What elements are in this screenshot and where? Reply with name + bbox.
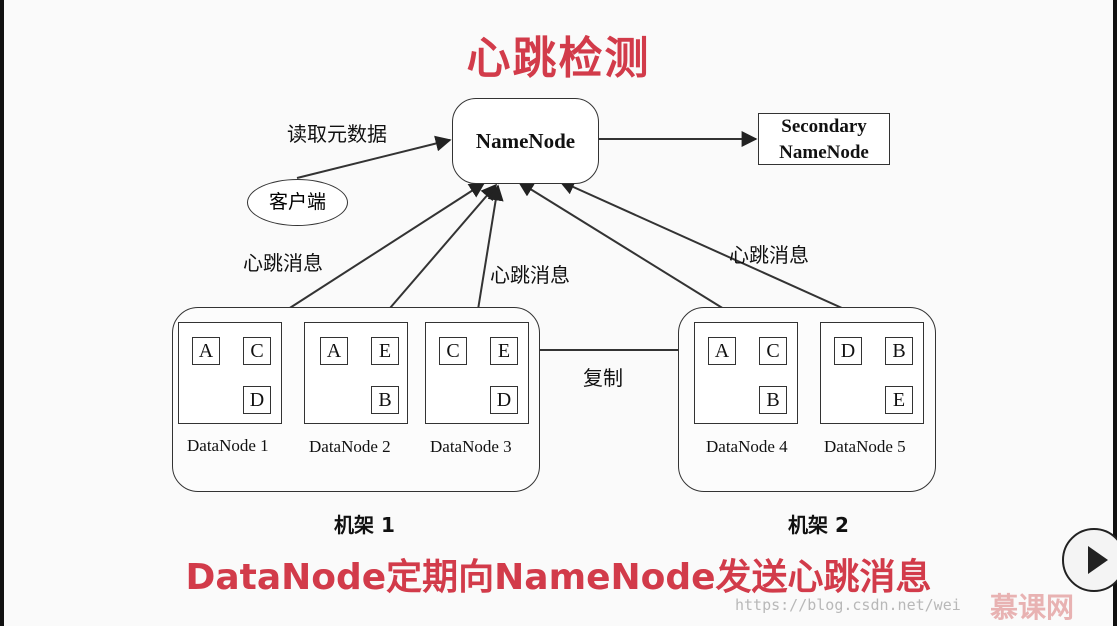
block: C — [439, 337, 467, 365]
heartbeat-dn5-arrow — [558, 179, 874, 323]
read-metadata-label: 读取元数据 — [287, 122, 387, 146]
play-icon — [1088, 546, 1108, 574]
client-to-namenode-arrow — [296, 135, 452, 179]
left-edge — [0, 0, 4, 626]
heartbeat-label-right: 心跳消息 — [729, 243, 809, 267]
datanode-5-label: DataNode 5 — [824, 437, 906, 456]
slide-subtitle: DataNode定期向NameNode发送心跳消息 — [185, 557, 932, 598]
block: A — [320, 337, 348, 365]
heartbeat-label-mid: 心跳消息 — [490, 263, 570, 287]
block: A — [192, 337, 220, 365]
play-button[interactable] — [1062, 528, 1117, 592]
watermark-url: https://blog.csdn.net/wei — [735, 596, 961, 614]
block: E — [490, 337, 518, 365]
datanode-4-label: DataNode 4 — [706, 437, 788, 456]
imooc-logo: 慕课网 — [990, 591, 1075, 624]
block: B — [759, 386, 787, 414]
slide-title: 心跳检测 — [466, 33, 651, 84]
datanode-5: D B E — [820, 322, 924, 424]
right-edge — [1113, 0, 1117, 626]
heartbeat-dn4-arrow — [517, 181, 746, 323]
block: A — [708, 337, 736, 365]
datanode-2-label: DataNode 2 — [309, 437, 391, 456]
block: D — [834, 337, 862, 365]
block: B — [885, 337, 913, 365]
block: C — [759, 337, 787, 365]
replicate-label: 复制 — [583, 366, 623, 390]
secondary-line2: NameNode — [779, 142, 869, 163]
datanode-3-label: DataNode 3 — [430, 437, 512, 456]
secondary-namenode-box: Secondary NameNode — [758, 113, 890, 165]
block: E — [885, 386, 913, 414]
block: D — [490, 386, 518, 414]
datanode-3: C E D — [425, 322, 529, 424]
datanode-4: A C B — [694, 322, 798, 424]
datanode-2: A E B — [304, 322, 408, 424]
client-ellipse: 客户端 — [247, 179, 348, 226]
secondary-line1: Secondary — [781, 116, 867, 137]
block: B — [371, 386, 399, 414]
block: C — [243, 337, 271, 365]
datanode-1: A C D — [178, 322, 282, 424]
rack-2-label: 机架 2 — [788, 513, 849, 537]
heartbeat-label-left: 心跳消息 — [243, 251, 323, 275]
rack-1-label: 机架 1 — [334, 513, 395, 537]
heartbeat-dn2-arrow — [377, 183, 498, 323]
block: E — [371, 337, 399, 365]
heartbeat-dn1-arrow — [267, 182, 486, 323]
heartbeat-dn3-arrow — [475, 184, 504, 323]
block: D — [243, 386, 271, 414]
datanode-1-label: DataNode 1 — [187, 436, 269, 455]
namenode-box: NameNode — [452, 98, 599, 184]
